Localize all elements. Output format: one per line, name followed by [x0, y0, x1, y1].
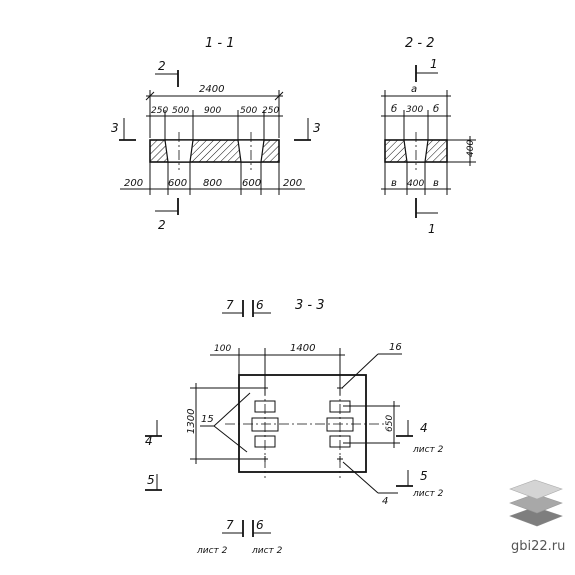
cut-label-2-top: 2: [158, 59, 166, 73]
cut-mark-5-right: 5 лист 2: [396, 469, 444, 499]
callout-label-16: 16: [389, 342, 402, 353]
cut-mark-6-bottom: 6 лист 2: [251, 518, 283, 556]
dim-total-2400: 2400: [145, 84, 284, 138]
watermark-text: gbi22.ru: [511, 539, 565, 554]
dim-label-2-2-top-1: 300: [406, 105, 423, 115]
dim-label-bottom-3: 600: [242, 178, 261, 189]
dim-label-top-4: 250: [262, 106, 279, 116]
section-2-2-title: 2 - 2: [405, 36, 435, 51]
dim-label-1400: 1400: [290, 343, 315, 354]
sheet-ref-4: лист 2: [412, 445, 444, 455]
section-2-2: 2 - 2 1 a б 300 б: [381, 36, 476, 236]
cut-label-4-right: 4: [420, 421, 428, 435]
callout-label-15: 15: [201, 414, 214, 425]
dim-2-2-top-a: a: [381, 84, 451, 140]
callout-15: 15: [200, 392, 251, 453]
section-1-1: 1 - 1 2 2400 250 500 900 500 25: [111, 36, 321, 232]
dim-2-2-height: 400: [447, 136, 476, 166]
anchor-points: [262, 385, 343, 462]
dim-label-1300: 1300: [186, 409, 197, 434]
cut-mark-2-top: 2: [155, 59, 179, 87]
watermark: gbi22.ru: [509, 479, 565, 554]
section-1-1-title: 1 - 1: [205, 36, 235, 51]
cut-label-7-bottom: 7: [226, 518, 234, 532]
dim-label-2-2-bottom-1: 400: [407, 179, 424, 189]
dim-top-chain: 250 500 900 500 250: [146, 106, 283, 142]
dim-2-2-bottom-chain: в 400 в: [381, 162, 451, 195]
dim-label-top-0: 250: [151, 106, 168, 116]
cut-label-7-top: 7: [226, 298, 234, 312]
cut-label-3-right: 3: [313, 121, 321, 135]
cut-label-1-top: 1: [430, 57, 438, 71]
layers-logo-icon: [509, 479, 563, 527]
cut-mark-5-left: 5: [145, 473, 162, 491]
dim-label-top-1: 500: [172, 106, 189, 116]
cut-mark-7-bottom: 7 лист 2: [196, 518, 244, 556]
dim-bottom-chain: 200 600 800 600 200: [120, 162, 305, 195]
cut-label-6-top: 6: [256, 298, 264, 312]
dim-label-2-2-top-0: б: [391, 103, 397, 115]
dim-label-bottom-0: 200: [124, 178, 143, 189]
section-3-3: 3 - 3 7 6 100 1400 16: [145, 298, 444, 556]
callout-16: 16: [341, 342, 402, 389]
cut-label-2-bottom: 2: [158, 218, 166, 232]
cut-label-3-left: 3: [111, 121, 119, 135]
dim-label-2400: 2400: [199, 84, 224, 95]
dim-label-bottom-1: 600: [168, 178, 187, 189]
sheet-ref-5: лист 2: [412, 489, 444, 499]
cut-mark-1-top: 1: [415, 57, 438, 82]
slab-section-2-2: [384, 132, 448, 170]
dim-3-3-top: 100 1400: [210, 343, 345, 395]
cut-label-1-bottom: 1: [428, 222, 436, 236]
base-plate-outline: [238, 374, 367, 473]
dim-2-2-top-chain: б 300 б: [381, 103, 451, 140]
cut-mark-3-right: 3: [294, 118, 321, 141]
dim-label-a: a: [411, 84, 417, 95]
cut-mark-3-left: 3: [111, 118, 136, 141]
dim-label-bottom-4: 200: [283, 178, 302, 189]
cut-mark-6-top: 6: [252, 298, 271, 317]
cut-label-5-right: 5: [420, 469, 428, 483]
sheet-ref-6: лист 2: [251, 546, 283, 556]
cut-label-4-left: 4: [145, 434, 153, 448]
cut-mark-7-top: 7: [222, 298, 244, 317]
embedded-parts-left: [251, 400, 279, 448]
dim-label-2-2-bottom-0: в: [391, 178, 397, 189]
dim-650: 650: [343, 401, 400, 448]
section-3-3-title: 3 - 3: [295, 298, 325, 313]
dim-label-650: 650: [385, 415, 395, 432]
cut-mark-2-bottom: 2: [155, 198, 179, 232]
cut-mark-4-right: 4 лист 2: [396, 420, 444, 455]
dim-label-bottom-2: 800: [203, 178, 222, 189]
callout-4: 4: [342, 461, 398, 507]
dim-1300: 1300: [186, 383, 262, 464]
dim-label-100: 100: [214, 344, 231, 354]
cut-mark-4-left: 4: [145, 420, 162, 448]
cut-label-5-left: 5: [147, 473, 155, 487]
slab-section-1-1: [149, 132, 280, 170]
dim-label-2-2-height: 400: [466, 140, 476, 157]
dim-label-2-2-top-2: б: [433, 103, 439, 115]
sheet-ref-7: лист 2: [196, 546, 228, 556]
callout-label-4: 4: [382, 496, 388, 507]
cut-mark-1-bottom: 1: [415, 198, 438, 236]
dim-label-2-2-bottom-2: в: [433, 178, 439, 189]
dim-label-top-3: 500: [240, 106, 257, 116]
dim-label-top-2: 900: [204, 106, 221, 116]
cut-label-6-bottom: 6: [256, 518, 264, 532]
